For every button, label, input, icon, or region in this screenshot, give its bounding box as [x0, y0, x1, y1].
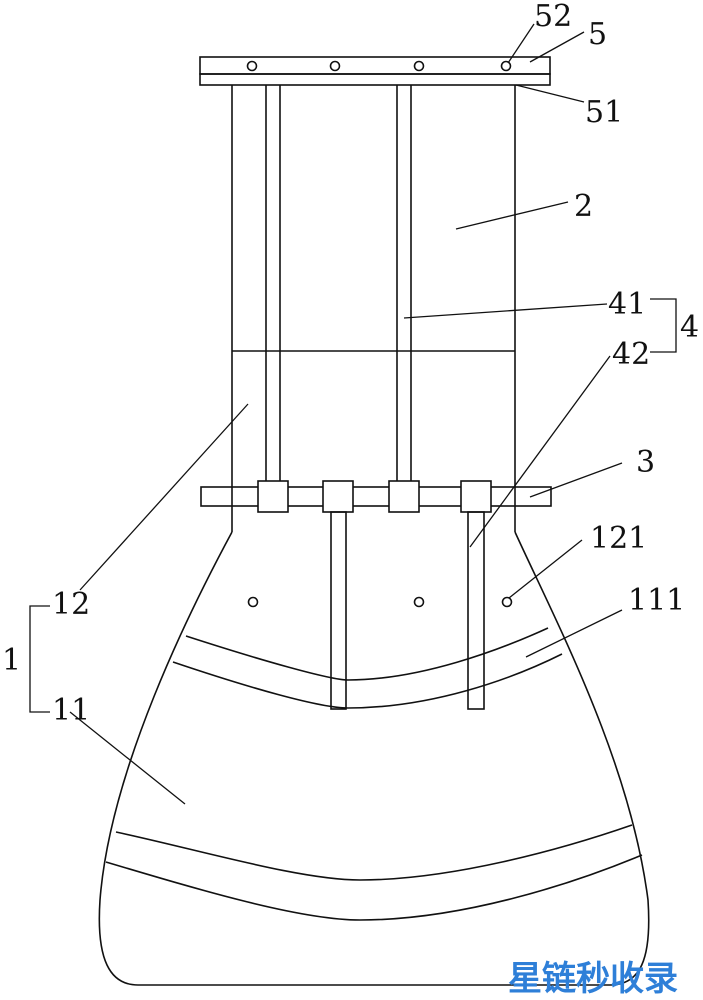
leader-11: [69, 711, 186, 805]
leader-42: [469, 355, 611, 548]
leader-12: [79, 403, 249, 591]
label-111: 111: [628, 583, 685, 618]
vent-hole-121: [501, 596, 513, 608]
leader-111: [525, 609, 623, 658]
connector-block: [460, 480, 492, 513]
cross-bar-3: [200, 486, 552, 507]
lower-band-top: [115, 824, 633, 881]
clamp-strip-51: [199, 73, 551, 86]
bolt-hole-52: [500, 60, 512, 72]
watermark: 星链秒收录: [508, 959, 678, 999]
connector-block: [388, 480, 420, 513]
label-52: 52: [534, 0, 572, 34]
bracket-4: [650, 298, 677, 353]
label-12: 12: [52, 587, 90, 622]
connector-block: [257, 480, 289, 513]
label-42: 42: [612, 337, 650, 372]
vent-hole: [413, 596, 425, 608]
label-3: 3: [636, 445, 655, 480]
band-111-bottom: [172, 653, 563, 709]
label-41: 41: [608, 287, 646, 322]
leader-121: [508, 539, 583, 599]
label-51: 51: [585, 95, 623, 130]
vent-hole: [247, 596, 259, 608]
leader-2: [455, 201, 569, 230]
bolt-hole: [413, 60, 425, 72]
leader-3: [529, 462, 623, 498]
label-121: 121: [590, 521, 647, 556]
label-5: 5: [588, 17, 607, 52]
leader-41: [403, 303, 608, 319]
label-11: 11: [52, 693, 90, 728]
bracket-1: [29, 605, 50, 713]
band-111-top: [185, 627, 549, 681]
label-2: 2: [574, 189, 593, 224]
lower-band-bottom: [105, 854, 643, 921]
label-1: 1: [2, 643, 21, 678]
lower-rod: [330, 511, 347, 710]
leader-52: [507, 23, 535, 64]
bolt-hole: [246, 60, 258, 72]
leader-5: [529, 31, 585, 63]
leader-51: [515, 84, 585, 103]
bolt-hole: [329, 60, 341, 72]
lower-rod-42: [467, 511, 485, 710]
label-4: 4: [680, 310, 699, 345]
connector-block: [322, 480, 354, 513]
clamp-plate-5: [199, 56, 551, 75]
flask-body-outline: [98, 531, 650, 986]
